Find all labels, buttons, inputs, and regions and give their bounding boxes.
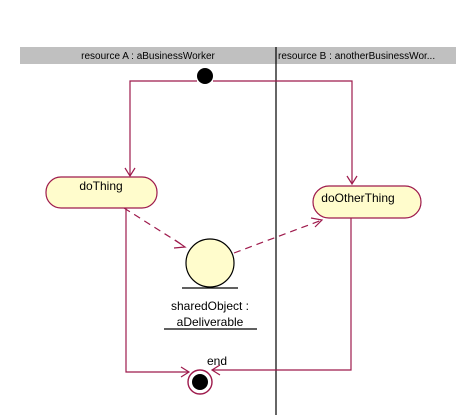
activity-do-thing[interactable] [45, 176, 158, 209]
object-flow-arrowhead [310, 217, 324, 228]
swimlane-header-resource-b[interactable] [276, 47, 456, 64]
flow-do-other-thing-to-end[interactable] [213, 218, 352, 371]
activity-label: doOtherThing [321, 191, 394, 205]
flow-arrowhead [180, 366, 191, 378]
final-node-core [192, 374, 208, 390]
swimlane-title-resource-a: resource A : aBusinessWorker [81, 51, 215, 62]
flow-start-to-do-thing[interactable] [129, 80, 197, 175]
swimlane-title-resource-b: resource B : anotherBusinessWor... [278, 51, 435, 62]
shared-object-name: sharedObject : [171, 299, 249, 313]
activity-do-other-thing[interactable] [312, 185, 422, 219]
object-flow-to-do-other-thing[interactable] [233, 219, 323, 254]
swimlane-header-resource-a[interactable] [20, 47, 276, 64]
flow-arrowhead [346, 175, 358, 186]
flow-arrowhead [210, 364, 221, 376]
final-node-label: end [207, 354, 227, 368]
flow-arrowhead [124, 167, 136, 178]
activity-label: doThing [79, 179, 122, 193]
shared-object-class: aDeliverable [177, 315, 244, 329]
shared-object-node[interactable] [185, 238, 235, 288]
flow-do-thing-to-end[interactable] [125, 208, 188, 373]
initial-node[interactable] [197, 68, 213, 84]
object-flow-arrowhead [173, 239, 187, 249]
flow-start-to-do-other-thing[interactable] [213, 80, 353, 183]
